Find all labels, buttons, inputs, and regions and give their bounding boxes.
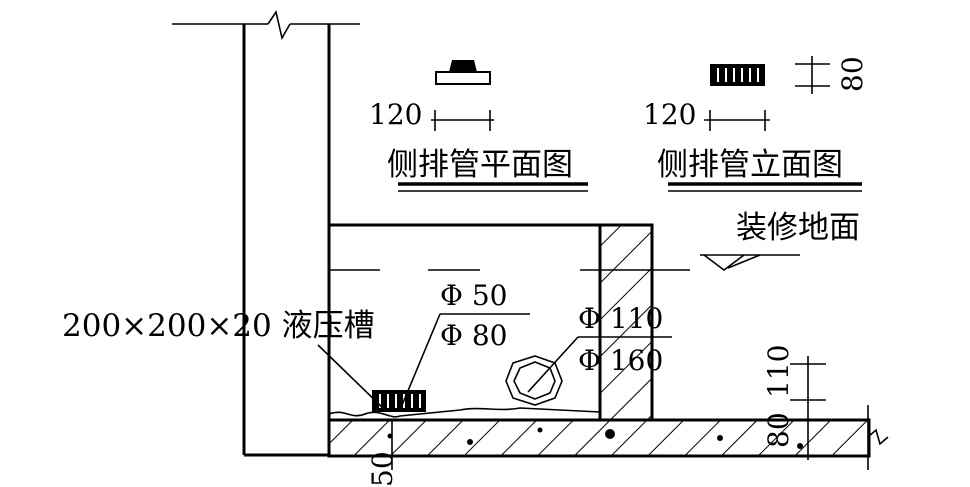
level-triangle-icon <box>703 254 745 271</box>
slab-break-symbol <box>867 428 889 446</box>
pipe-leader <box>527 336 579 393</box>
slab-hatched <box>327 418 871 458</box>
plan-drain-symbol: 120 侧排管平面图 <box>369 60 588 192</box>
pipe-large-inner-label: Φ 110 <box>578 302 663 335</box>
level-leader <box>727 254 761 269</box>
finish-floor-label: 装修地面 <box>736 210 860 246</box>
groove-profile <box>328 407 601 418</box>
drain-flange-icon <box>435 71 491 85</box>
groove-annotations: Φ 50 Φ 80 200×200×20 液压槽 <box>62 279 530 411</box>
elevation-title: 侧排管立面图 <box>657 147 843 183</box>
wall <box>172 10 360 455</box>
elev-height-dim: 80 <box>836 56 869 92</box>
pipe-small-inner-label: Φ 50 <box>440 279 507 312</box>
finish-floor-marker: 装修地面 <box>700 210 860 271</box>
drain-cap-icon <box>449 60 477 72</box>
break-symbol <box>267 10 291 41</box>
pipe-small-outer-label: Φ 80 <box>440 319 507 352</box>
plan-title: 侧排管平面图 <box>387 147 573 183</box>
groove-label: 200×200×20 液压槽 <box>62 308 375 344</box>
floor-slab <box>244 405 889 470</box>
bottom-depth-dim: 50 <box>366 420 399 487</box>
elevation-drain-symbol: 120 80 侧排管立面图 <box>643 56 869 192</box>
bottom-depth-label: 50 <box>366 451 399 487</box>
pipe-inner-icon <box>513 361 556 400</box>
pipe-outer-icon <box>505 355 563 406</box>
elev-width-dim: 120 <box>643 98 696 131</box>
drain-box <box>329 223 690 422</box>
right-upper-dim: 110 <box>762 345 795 398</box>
plan-width-dim: 120 <box>369 98 422 131</box>
grate-icon <box>710 64 765 86</box>
right-lower-dim: 80 <box>762 412 795 448</box>
groove-leader <box>317 344 386 411</box>
pipe-large-outer-label: Φ 160 <box>578 344 663 377</box>
pipe-section: Φ 110 Φ 160 <box>505 302 672 406</box>
small-pipe-leader <box>399 313 441 411</box>
right-wall-hatched <box>598 223 654 422</box>
right-dims: 110 80 <box>762 345 826 460</box>
groove-drain <box>372 390 426 412</box>
